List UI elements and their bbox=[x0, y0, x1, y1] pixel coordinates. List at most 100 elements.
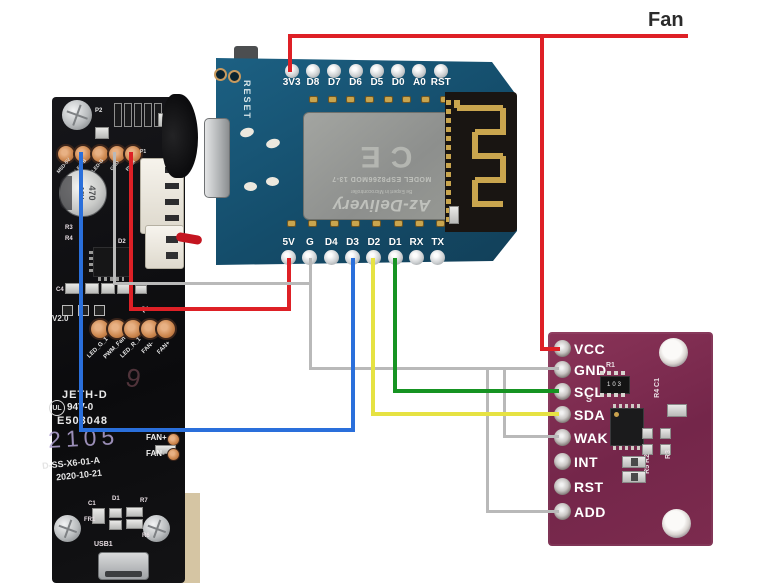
castellation-pad bbox=[383, 96, 393, 103]
reset-label: RESET bbox=[242, 80, 252, 121]
s-mark: S bbox=[586, 394, 593, 404]
castellation-column bbox=[446, 100, 451, 224]
smd-pad-square bbox=[62, 305, 73, 316]
castellation-pad bbox=[402, 96, 412, 103]
castellation-pad bbox=[329, 220, 339, 227]
smd-part bbox=[667, 404, 687, 417]
r3-ref: R3 bbox=[665, 450, 672, 459]
pin-label: 5V bbox=[282, 237, 295, 248]
smd-part bbox=[92, 508, 105, 524]
smd-resistor bbox=[622, 471, 646, 483]
sensor-pad-wak bbox=[554, 429, 571, 446]
pin-pad-d2 bbox=[366, 250, 382, 265]
pin-label: G bbox=[306, 237, 314, 248]
sensor-pad-vcc bbox=[554, 340, 571, 357]
resistor-network: 103 bbox=[600, 376, 630, 394]
smd-part bbox=[101, 283, 115, 294]
d1-usb-connector bbox=[204, 118, 230, 198]
pin-label: D3 bbox=[346, 237, 359, 248]
smd-part bbox=[109, 520, 122, 530]
r7-ref: R7 bbox=[140, 498, 148, 504]
shield-model: MODEL ESP8266MOD 13-7 bbox=[331, 175, 432, 182]
p2-header bbox=[114, 103, 162, 127]
wire-blue-ledboard-vertical bbox=[79, 152, 83, 432]
wire-red-3v3-up bbox=[288, 36, 292, 72]
conn-slot bbox=[166, 236, 178, 243]
resistor-band bbox=[631, 473, 638, 481]
wire-gray-add-vertical bbox=[486, 367, 489, 513]
sensor-pad-sda bbox=[554, 406, 571, 423]
wire-gray-add-horizontal bbox=[486, 510, 559, 513]
ul-logo: UL bbox=[49, 400, 65, 416]
wire-red-vcc-stub bbox=[540, 347, 560, 351]
sensor-pin-label: GND bbox=[574, 362, 607, 378]
usb-opening bbox=[105, 571, 142, 577]
fan-connector bbox=[145, 225, 184, 269]
pin-pad-d3 bbox=[345, 250, 361, 265]
wire-green-vertical bbox=[393, 258, 397, 393]
r3-ref: R3 bbox=[65, 225, 73, 231]
wire-red-vcc-vertical bbox=[540, 34, 544, 351]
pin-label: TX bbox=[431, 237, 445, 248]
castellation-pad bbox=[364, 96, 374, 103]
castellation-pad bbox=[346, 96, 356, 103]
conn-slot bbox=[166, 252, 178, 259]
ic-dot bbox=[614, 412, 619, 417]
bottom-pad-row bbox=[278, 250, 449, 265]
sensor-pin-label: ADD bbox=[574, 504, 606, 520]
smd-part bbox=[660, 428, 671, 439]
castellation-pad bbox=[414, 220, 424, 227]
fan-minus-text: FAN- bbox=[146, 449, 165, 458]
pin-pad-d5 bbox=[369, 64, 384, 78]
wire-green-horizontal bbox=[393, 389, 559, 393]
sensor-pin-label: RST bbox=[574, 479, 604, 495]
u1-ic bbox=[89, 247, 130, 281]
smd-pad-square bbox=[94, 305, 105, 316]
solder-pad bbox=[266, 177, 279, 186]
wire-gray-wak-vertical bbox=[503, 367, 506, 437]
ce-mark: CE bbox=[350, 140, 413, 173]
smd-part bbox=[449, 206, 459, 224]
r6-ref: R6 bbox=[142, 533, 150, 539]
d1-mini-board: RESET 3V3 D8 D7 D6 D5 D0 A0 RST bbox=[204, 44, 520, 270]
mount-hole-top bbox=[659, 338, 688, 367]
sensor-pin-label: VCC bbox=[574, 341, 606, 357]
p2-ref: P2 bbox=[95, 108, 103, 114]
pin-pad-d1 bbox=[387, 250, 403, 265]
fan-label: Fan bbox=[648, 9, 684, 31]
pin-pad-5v bbox=[281, 250, 297, 265]
r1-ref: R1 bbox=[606, 362, 615, 369]
shield-markings: Az-Delivery Be Expert in Microcontroller… bbox=[304, 113, 459, 219]
pin-label: D7 bbox=[327, 77, 341, 88]
castellation-pad bbox=[393, 220, 403, 227]
pin-pad-a0 bbox=[412, 64, 427, 78]
smd-resistor bbox=[622, 456, 646, 468]
smd-part bbox=[85, 283, 99, 294]
resistor-band bbox=[631, 458, 638, 466]
header-pin bbox=[114, 103, 122, 127]
p1-ref: P1 bbox=[140, 149, 147, 155]
module-castellations-top bbox=[304, 96, 454, 103]
fan-minus-pad bbox=[167, 448, 180, 461]
smd-part bbox=[95, 127, 109, 139]
pin-pad-d4 bbox=[323, 250, 339, 265]
sensor-pin-label: WAK bbox=[574, 430, 609, 446]
castellation-pad bbox=[308, 220, 318, 227]
castellation-pad bbox=[327, 96, 337, 103]
wire-yellow-vertical bbox=[371, 258, 375, 416]
pin-pad-rst bbox=[433, 64, 448, 78]
module-castellations-bottom bbox=[281, 220, 452, 227]
cap-value: 470 bbox=[87, 185, 97, 201]
shield-tagline: Be Expert in Microcontroller bbox=[350, 188, 413, 194]
castellation-pad bbox=[420, 96, 430, 103]
smd-pad-square bbox=[78, 305, 89, 316]
sensor-pad-int bbox=[554, 453, 571, 470]
ccs811-sensor-board: VCC GND SCL SDA WAK INT RST ADD R1 103 S… bbox=[548, 332, 713, 546]
screw-bottom-right-icon bbox=[143, 515, 170, 542]
usb1-ref: USB1 bbox=[94, 541, 113, 548]
smd-part bbox=[126, 519, 143, 529]
wire-red-ledboard-horizontal bbox=[129, 307, 291, 311]
pin-label: A0 bbox=[413, 77, 426, 88]
c4-ref: C4 bbox=[56, 287, 64, 293]
solder-pad bbox=[244, 182, 257, 191]
